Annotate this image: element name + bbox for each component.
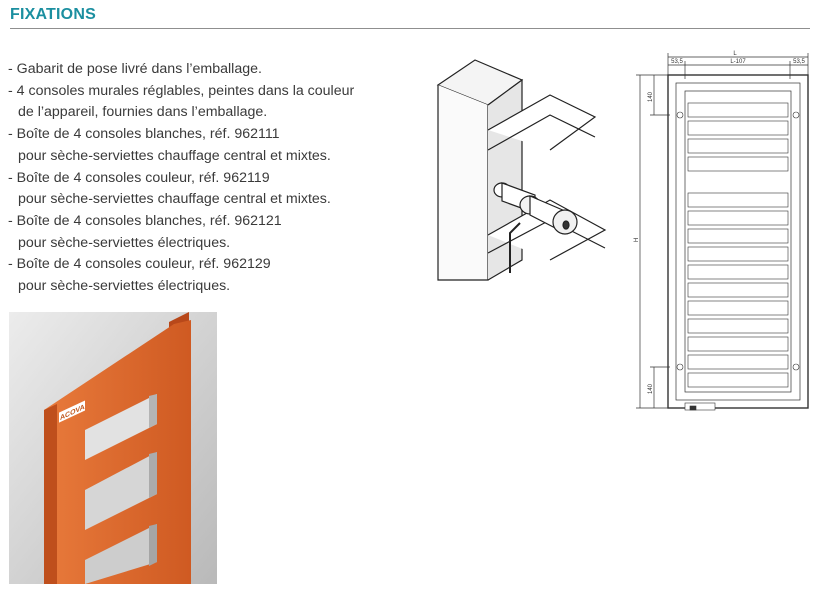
list-item: - Boîte de 4 consoles couleur, réf. 9621…	[8, 168, 388, 211]
dim-top-offset-label: 140	[648, 91, 654, 102]
dim-width-label: L	[733, 51, 737, 57]
dim-margin-right-label: 53,5	[793, 59, 805, 65]
list-item: - 4 consoles murales réglables, peintes …	[8, 81, 388, 124]
list-item-continuation: pour sèche-serviettes chauffage central …	[18, 191, 331, 208]
list-item-continuation: pour sèche-serviettes chauffage central …	[18, 147, 331, 164]
console-mount-drawing	[430, 55, 620, 290]
list-item-text: - Boîte de 4 consoles blanches, réf. 962…	[8, 212, 282, 229]
list-item-text: - Gabarit de pose livré dans l’emballage…	[8, 61, 262, 77]
dim-margin-left-label: 53,5	[671, 59, 683, 65]
list-item-text: - 4 consoles murales réglables, peintes …	[8, 82, 355, 99]
dim-height-label: H	[634, 238, 640, 242]
list-item-continuation: pour sèche-serviettes électriques.	[18, 278, 231, 295]
list-item: - Boîte de 4 consoles couleur, réf. 9621…	[8, 254, 388, 297]
list-item-text: - Boîte de 4 consoles couleur, réf. 9621…	[8, 256, 271, 273]
section-title: FIXATIONS	[10, 6, 96, 23]
list-item: - Boîte de 4 consoles blanches, réf. 962…	[8, 124, 388, 167]
dimension-drawing: L L-107 53,5 53,5 H 140 140	[630, 45, 815, 420]
dim-bottom-offset-label: 140	[648, 383, 654, 394]
title-divider	[10, 28, 810, 29]
dim-inner-width-label: L-107	[730, 59, 746, 65]
list-item: - Boîte de 4 consoles blanches, réf. 962…	[8, 211, 388, 254]
fixation-list: - Gabarit de pose livré dans l’emballage…	[8, 59, 388, 298]
list-item-text: - Boîte de 4 consoles blanches, réf. 962…	[8, 126, 280, 143]
radiator-photo: ACOVA	[9, 312, 217, 584]
list-item-continuation: pour sèche-serviettes électriques.	[18, 234, 231, 251]
list-item: - Gabarit de pose livré dans l’emballage…	[8, 59, 388, 81]
list-item-continuation: de l’appareil, fournies dans l’emballage…	[18, 104, 268, 121]
list-item-text: - Boîte de 4 consoles couleur, réf. 9621…	[8, 169, 270, 186]
